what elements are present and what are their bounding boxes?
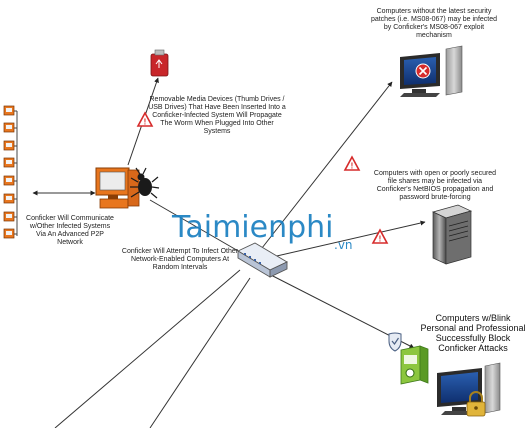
warning-icon: !	[136, 111, 154, 127]
watermark-suffix: .vn	[334, 238, 353, 252]
blink-label: Computers w/Blink Personal and Professio…	[420, 313, 526, 353]
random-link	[149, 277, 251, 428]
warning-icon: !	[343, 155, 361, 171]
watermark-text: Taimienphi	[172, 210, 334, 245]
shield-icon	[388, 332, 402, 352]
fileshare-link	[267, 220, 426, 259]
infected-computer-icon	[3, 140, 17, 151]
svg-text:!: !	[144, 118, 147, 127]
infected-computer-icon	[3, 175, 17, 186]
network-switch-icon	[237, 242, 288, 278]
infected-computer-icon	[3, 211, 17, 222]
file-shares-label: Computers with open or poorly secured fi…	[373, 170, 497, 201]
svg-text:!: !	[351, 162, 354, 171]
server-icon	[431, 204, 473, 265]
infected-computer-icon	[3, 105, 17, 116]
infected-computer-icon	[3, 228, 17, 239]
infected-computer-icon	[95, 167, 140, 209]
infected-computer-icon	[3, 122, 17, 133]
infect-random-label: Conficker Will Attempt To Infect Other N…	[121, 248, 239, 271]
patch-link	[261, 81, 393, 249]
usb-drive-icon	[150, 49, 169, 77]
infected-network-left	[3, 105, 18, 239]
no-patch-label: Computers without the latest security pa…	[370, 8, 498, 39]
connection-lines	[32, 77, 426, 428]
computer-error-icon	[400, 45, 463, 97]
svg-text:!: !	[379, 235, 382, 244]
warning-icon: !	[371, 228, 389, 244]
switch-link	[149, 199, 241, 253]
infected-computer-icon	[3, 157, 17, 168]
blink-software-box-icon	[400, 345, 429, 385]
worm-bug-icon	[130, 167, 160, 199]
p2p-label: Conficker Will Communicate w/Other Infec…	[26, 215, 114, 246]
removable-media-label: Removable Media Devices (Thumb Drives / …	[148, 96, 286, 135]
lock-icon	[466, 391, 486, 417]
random-link-2	[54, 269, 241, 428]
infected-computer-icon	[3, 193, 17, 204]
